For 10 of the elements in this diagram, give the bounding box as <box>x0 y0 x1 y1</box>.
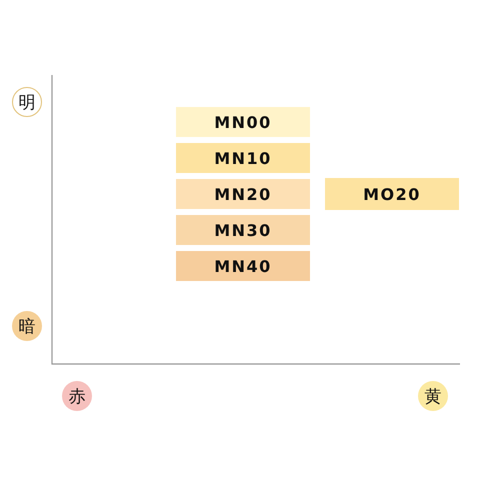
shade-swatch: MN00 <box>176 107 310 137</box>
shade-swatch: MN30 <box>176 215 310 245</box>
axis-label: 明 <box>12 87 42 117</box>
axis-label: 暗 <box>12 311 42 341</box>
shade-swatch: MO20 <box>325 178 459 210</box>
shade-swatch: MN10 <box>176 143 310 173</box>
shade-swatch: MN20 <box>176 179 310 209</box>
axis-label: 黄 <box>418 381 448 411</box>
axis-label: 赤 <box>62 381 92 411</box>
shade-swatch: MN40 <box>176 251 310 281</box>
